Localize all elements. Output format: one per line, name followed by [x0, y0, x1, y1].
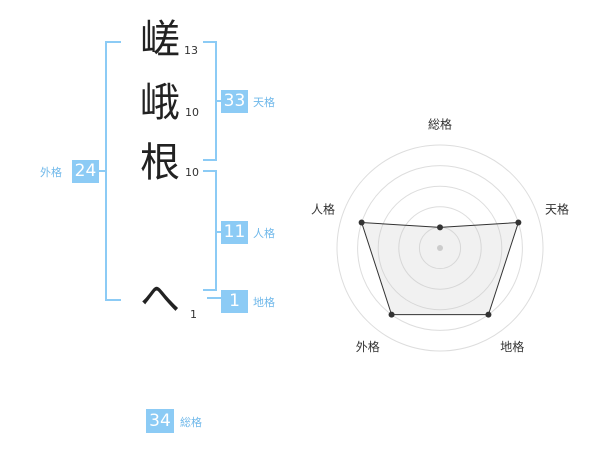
radar-center-dot: [437, 245, 443, 251]
radar-grid-ring: [377, 185, 503, 311]
jinkaku-value: 11: [221, 221, 248, 244]
chikaku-bracket: [207, 297, 221, 299]
tenkaku-bracket: [203, 41, 217, 161]
name-char-2: 峨: [140, 80, 180, 126]
gaikaku-connector: [99, 170, 105, 172]
radar-data-point: [437, 224, 443, 231]
radar-grid-ring: [398, 206, 482, 290]
jinkaku-label: 人格: [253, 227, 275, 240]
soukaku-label: 総格: [180, 416, 202, 429]
radar-axis-label: 総格: [428, 117, 452, 132]
radar-data-point: [388, 311, 395, 318]
tenkaku-connector: [217, 100, 221, 102]
soukaku-value: 34: [146, 409, 174, 433]
radar-grid-ring: [357, 165, 523, 331]
stroke-count-1: 13: [184, 44, 198, 57]
jinkaku-bracket: [203, 170, 217, 291]
stroke-count-4: 1: [190, 308, 197, 321]
name-char-3: 根: [140, 140, 180, 186]
name-char-4: へ: [140, 276, 180, 322]
chikaku-label: 地格: [253, 296, 275, 309]
radar-axis-label: 人格: [311, 201, 335, 216]
radar-data-point: [515, 219, 522, 226]
radar-data-point: [358, 219, 365, 226]
radar-data-point: [485, 311, 492, 318]
gaikaku-label: 外格: [40, 166, 62, 179]
jinkaku-connector: [217, 231, 221, 233]
radar-axis-label: 地格: [500, 339, 524, 354]
tenkaku-value: 33: [221, 90, 248, 113]
radar-axis-label: 天格: [545, 201, 569, 216]
stroke-count-2: 10: [185, 106, 199, 119]
tenkaku-label: 天格: [253, 96, 275, 109]
radar-axis-label: 外格: [356, 339, 380, 354]
stroke-count-3: 10: [185, 166, 199, 179]
gaikaku-bracket: [105, 41, 121, 301]
gaikaku-value: 24: [72, 160, 99, 183]
name-char-1: 嵯: [140, 17, 180, 63]
radar-data-area: [360, 221, 520, 316]
chikaku-value: 1: [221, 290, 248, 313]
radar-grid-ring: [336, 144, 544, 352]
